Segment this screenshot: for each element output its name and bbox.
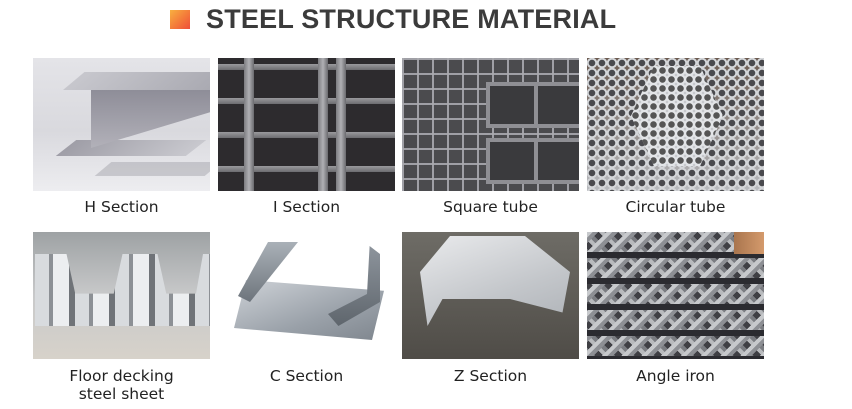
orange-square-icon	[170, 9, 190, 29]
product-card-z-section: Z Section	[402, 232, 579, 385]
product-card-square-tube: Square tube	[402, 58, 579, 216]
product-caption: I Section	[272, 198, 341, 216]
product-caption: Z Section	[453, 367, 528, 385]
z-section-purlin-photo	[402, 232, 579, 359]
c-section-channel-photo	[218, 232, 395, 359]
page-title: STEEL STRUCTURE MATERIAL	[206, 3, 617, 34]
product-caption: C Section	[269, 367, 344, 385]
product-card-i-section: I Section	[218, 58, 395, 216]
product-caption: Circular tube	[625, 198, 726, 216]
h-section-beam-photo	[33, 58, 210, 191]
product-caption: Angle iron	[636, 367, 715, 385]
product-caption: Floor decking steel sheet	[69, 367, 174, 403]
page-header: STEEL STRUCTURE MATERIAL	[170, 4, 616, 34]
product-caption: H Section	[84, 198, 159, 216]
product-card-h-section: H Section	[33, 58, 210, 216]
angle-iron-photo	[587, 232, 764, 359]
product-caption: Square tube	[443, 198, 538, 216]
square-tube-photo	[402, 58, 579, 191]
floor-decking-steel-sheet-photo	[33, 232, 210, 359]
product-card-floor-decking: Floor decking steel sheet	[33, 232, 210, 403]
circular-tube-photo	[587, 58, 764, 191]
product-card-circular-tube: Circular tube	[587, 58, 764, 216]
product-card-c-section: C Section	[218, 232, 395, 385]
i-section-beam-photo	[218, 58, 395, 191]
product-card-angle-iron: Angle iron	[587, 232, 764, 385]
